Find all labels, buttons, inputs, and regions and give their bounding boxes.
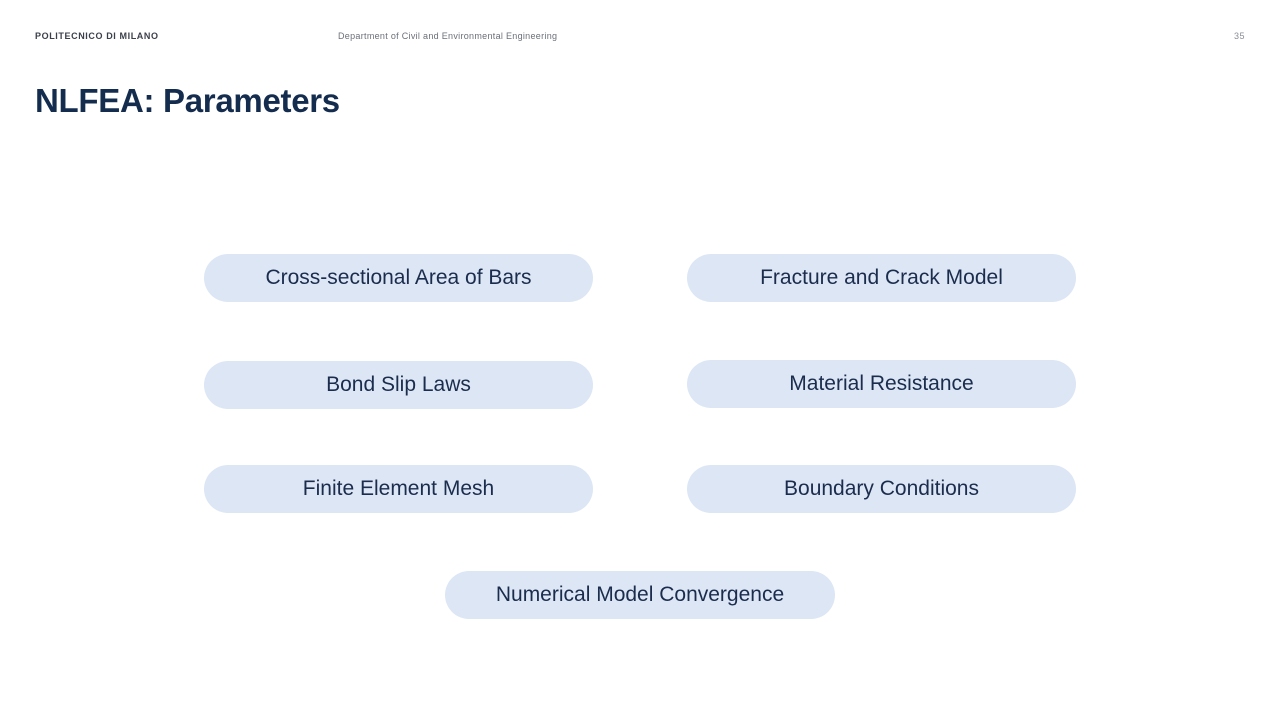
parameter-pill-cross-sectional-area: Cross-sectional Area of Bars (204, 254, 593, 302)
parameter-pill-boundary-conditions: Boundary Conditions (687, 465, 1076, 513)
parameter-pill-numerical-convergence: Numerical Model Convergence (445, 571, 835, 619)
parameter-pill-material-resistance: Material Resistance (687, 360, 1076, 408)
parameter-pill-fracture-crack-model: Fracture and Crack Model (687, 254, 1076, 302)
institution-name: POLITECNICO DI MILANO (35, 31, 159, 41)
page-number: 35 (1233, 31, 1245, 41)
parameter-pill-finite-element-mesh: Finite Element Mesh (204, 465, 593, 513)
department-name: Department of Civil and Environmental En… (338, 31, 558, 41)
parameter-pill-bond-slip-laws: Bond Slip Laws (204, 361, 593, 409)
parameter-label: Material Resistance (789, 372, 974, 395)
parameter-label: Bond Slip Laws (326, 373, 471, 396)
parameter-label: Boundary Conditions (784, 477, 979, 500)
slide-title: NLFEA: Parameters (35, 82, 340, 119)
parameter-label: Finite Element Mesh (302, 477, 495, 500)
parameter-label: Fracture and Crack Model (760, 266, 1003, 289)
parameter-label: Numerical Model Convergence (495, 583, 785, 606)
parameter-label: Cross-sectional Area of Bars (265, 266, 532, 289)
